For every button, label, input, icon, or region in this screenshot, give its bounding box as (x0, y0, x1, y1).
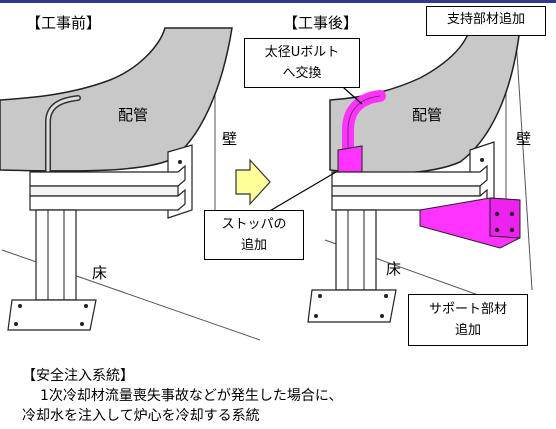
support-member-callout: 支持部材追加 (426, 6, 546, 36)
u-bolt-callout: 太径Uボルト へ交換 (244, 38, 360, 88)
stopper-leader (267, 171, 337, 213)
callout-text: 追加 (240, 238, 267, 253)
description-title: 【安全注入系統】 (22, 368, 134, 384)
base-plate-before (7, 299, 97, 331)
base-plate-after (307, 289, 397, 323)
pipe-label-before: 配管 (118, 106, 149, 124)
support-member-2-callout: サポート部材 追加 (408, 294, 528, 346)
callout-text: ストッパの (221, 217, 287, 232)
column-after (335, 209, 377, 291)
transition-arrow (235, 158, 271, 206)
callout-text: サポート部材 (428, 302, 507, 317)
wall-label-before: 壁 (222, 130, 238, 148)
callout-text: 支持部材追加 (446, 12, 525, 27)
pipe-before (0, 27, 233, 172)
callout-text: へ交換 (282, 66, 322, 81)
description-line-2: 冷却水を注入して炉心を冷却する系統 (22, 408, 260, 424)
description-block: 【安全注入系統】 1次冷却材流量喪失事故などが発生した場合に、 冷却水を注入して… (22, 366, 343, 426)
before-heading: 【工事前】 (26, 14, 102, 32)
floor-label-before: 床 (92, 264, 108, 282)
callout-text: 追加 (454, 323, 481, 338)
after-heading: 【工事後】 (283, 14, 359, 32)
column-before (35, 209, 77, 301)
top-border (0, 0, 556, 3)
floor-label-after: 床 (386, 260, 402, 278)
description-line-1: 1次冷却材流量喪失事故などが発生した場合に、 (40, 388, 343, 404)
callout-text: 太径Uボルト (264, 45, 340, 60)
stopper-callout: ストッパの 追加 (204, 210, 304, 260)
wall-label-after: 壁 (516, 130, 532, 148)
pipe-label-after: 配管 (412, 106, 443, 124)
